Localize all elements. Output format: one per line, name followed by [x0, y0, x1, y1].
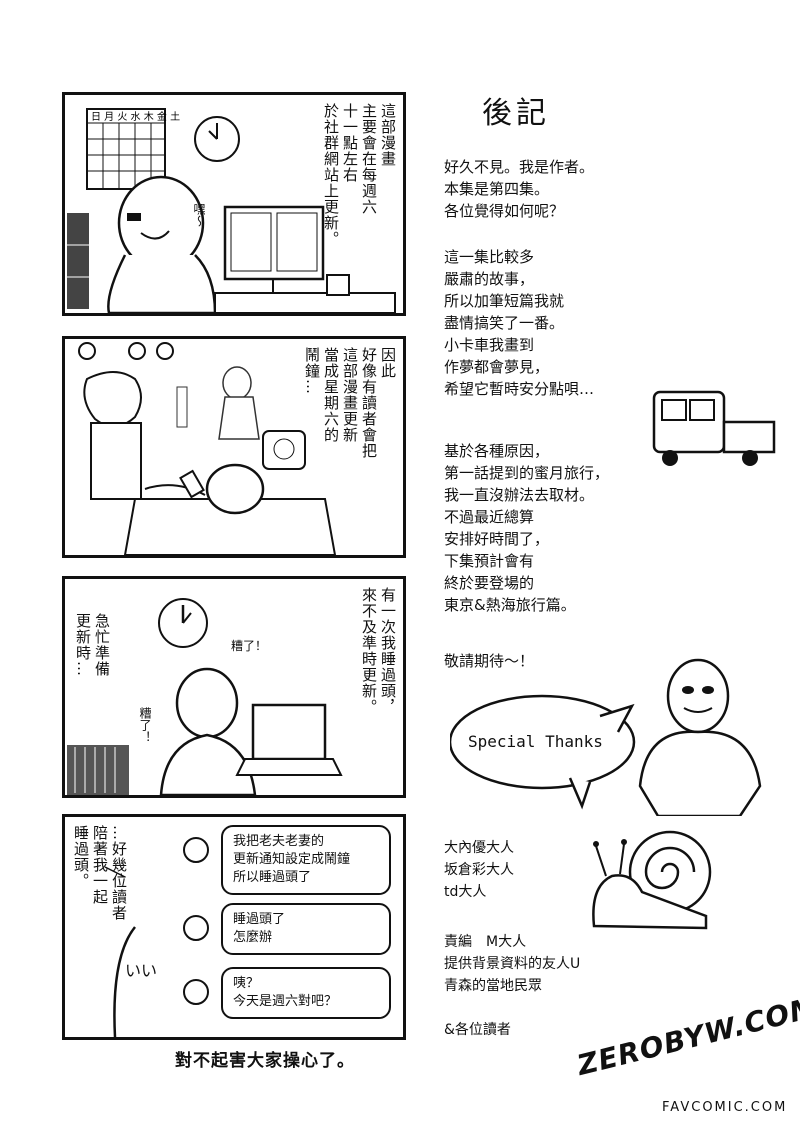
afterword-paragraph-2: 這一集比較多 嚴肅的故事， 所以加筆短篇我就 盡情搞笑了一番。 小卡車我畫到 作… — [444, 248, 595, 398]
bottom-caption: 對不起害大家操心了。 — [175, 1051, 355, 1071]
special-thanks-label: Special Thanks — [468, 732, 603, 751]
comic-panel-3: 有一次我睡過頭， 來不及準時更新。 急忙準備 更新時… 糟了！ 糟了！ — [62, 576, 406, 798]
afterword-paragraph-3: 基於各種原因， 第一話提到的蜜月旅行， 我一直沒辦法去取材。 不過最近總算 安排… — [444, 442, 610, 614]
afterword-title: 後記 — [482, 96, 550, 131]
panel-4-sfx: いい — [125, 961, 158, 980]
panel-2-art — [78, 342, 337, 555]
site-watermark: ZEROBYW.COM FAVCOMIC.COM — [566, 990, 800, 1122]
afterword-paragraph-1: 好久不見。我是作者。 本集是第四集。 各位覺得如何呢？ — [444, 158, 595, 220]
panel-3-side-narration: 急忙準備 更新時… — [74, 613, 111, 677]
panel-3-narration: 有一次我睡過頭， 來不及準時更新。 — [360, 587, 397, 715]
comic-panel-2: 因此 好像有讀者會把 這部漫畫更新 當成星期六的 鬧鐘… — [62, 336, 406, 558]
svg-text:日 月 火 水 木 金 土: 日 月 火 水 木 金 土 — [91, 110, 180, 123]
thanks-name-2: 坂倉彩大人 — [444, 862, 514, 878]
chat-avatar-2 — [183, 915, 209, 941]
staff-line-1: 責編 M大人 — [444, 934, 527, 950]
thanks-name-1: 大內優大人 — [444, 840, 514, 856]
panel-2-narration: 因此 好像有讀者會把 這部漫畫更新 當成星期六的 鬧鐘… — [303, 347, 397, 459]
staff-line-2: 提供背景資料的友人U — [444, 956, 581, 972]
chat-avatar-1 — [183, 837, 209, 863]
staff-line-3: 青森的當地民眾 — [444, 978, 542, 994]
panel-3-sfx-2: 糟了！ — [138, 707, 152, 743]
special-thanks-art — [450, 658, 762, 816]
comic-panel-1: 日 月 火 水 木 金 土 這部漫畫 主要會在每週六 十一點左右 於社群網站上更… — [62, 92, 406, 316]
closing-line: &各位讀者 — [444, 1022, 511, 1038]
chat-message-2: 睡過頭了 怎麼辦 — [221, 903, 391, 955]
chat-message-3: 咦？ 今天是週六對吧？ — [221, 967, 391, 1019]
watermark-main: ZEROBYW.COM — [574, 990, 800, 1083]
panel-1-narration: 這部漫畫 主要會在每週六 十一點左右 於社群網站上更新。 — [322, 103, 397, 247]
thanks-name-3: td大人 — [444, 884, 487, 900]
afterword-paragraph-4: 敬請期待～！ — [444, 652, 535, 670]
snail-illustration — [592, 830, 712, 930]
panel-3-sfx-1: 糟了！ — [231, 639, 268, 653]
comic-panel-4: …好幾位讀者 陪著我一起 睡過頭。 いい 我把老夫老妻的 更新通知設定成鬧鐘 所… — [62, 814, 406, 1040]
panel-1-sfx: 嘿～ — [192, 203, 206, 227]
panel-4-art — [104, 866, 136, 1037]
truck-illustration — [652, 390, 776, 466]
chat-message-1: 我把老夫老妻的 更新通知設定成鬧鐘 所以睡過頭了 — [221, 825, 391, 895]
panel-3-art — [67, 598, 343, 795]
chat-avatar-3 — [183, 979, 209, 1005]
panel-4-narration: …好幾位讀者 陪著我一起 睡過頭。 — [72, 825, 128, 921]
panel-1-art: 日 月 火 水 木 金 土 — [67, 108, 396, 313]
watermark-sub: FAVCOMIC.COM — [662, 1100, 788, 1115]
